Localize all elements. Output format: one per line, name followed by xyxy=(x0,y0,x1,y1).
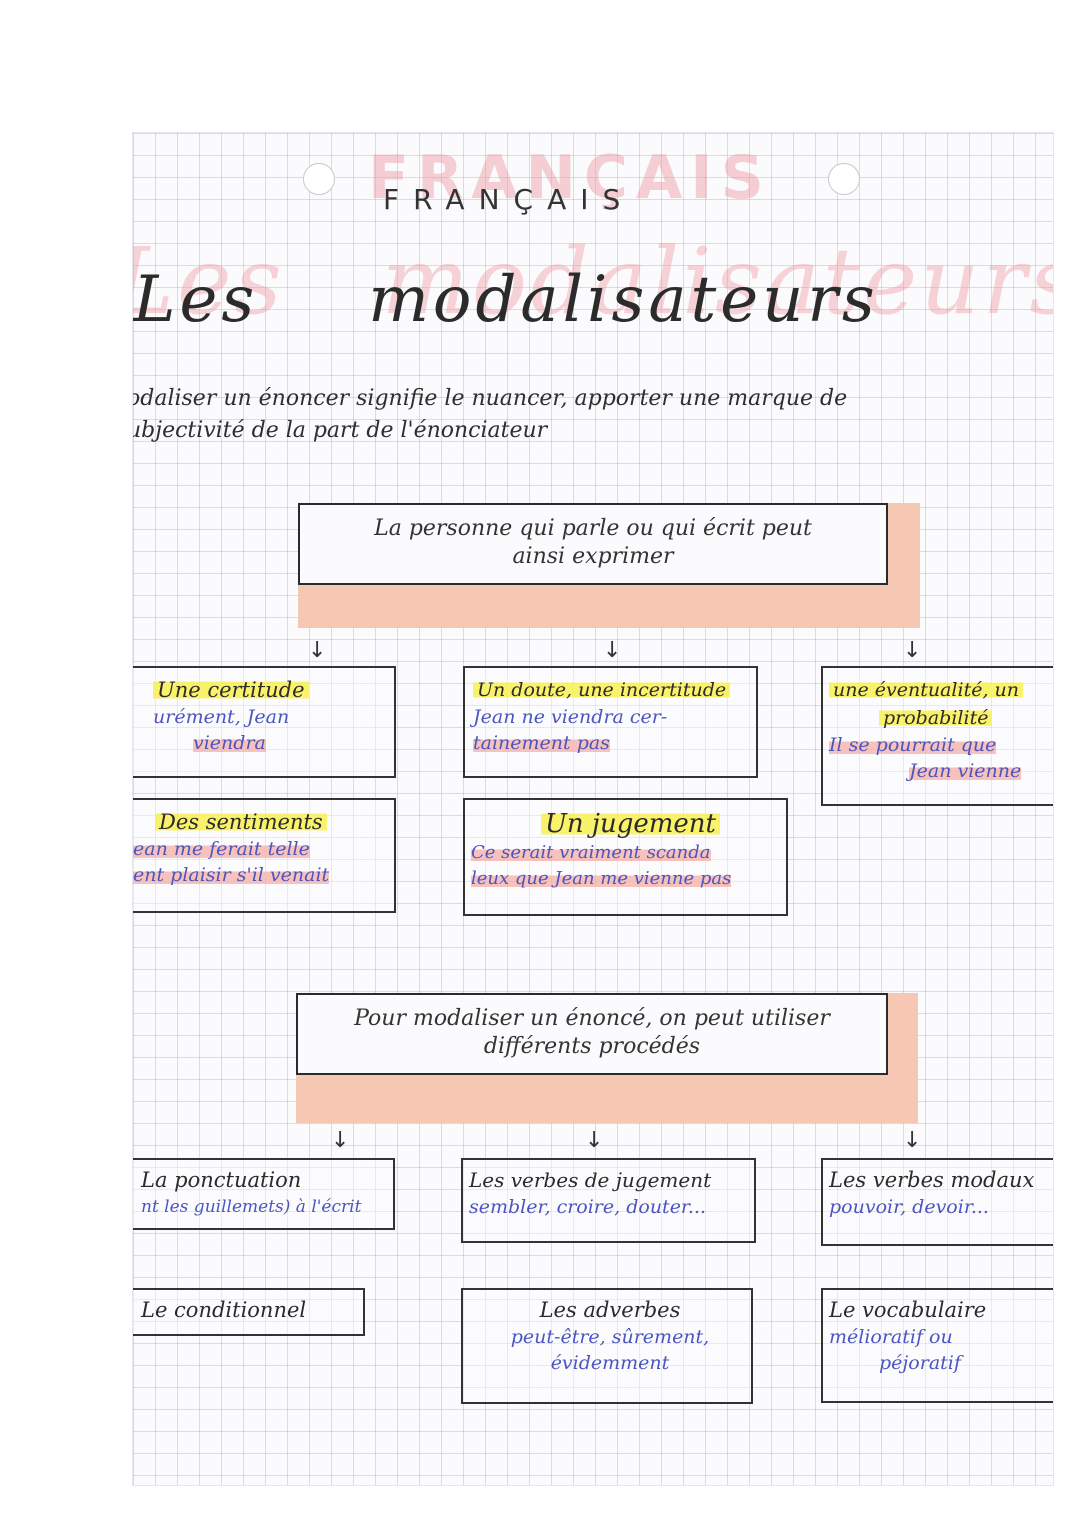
title-word-2: modalisateurs xyxy=(368,263,879,337)
section2-header-shadow: Pour modaliser un énoncé, on peut utilis… xyxy=(296,993,918,1123)
box-vocabulaire: Le vocabulaire mélioratif ou péjoratif xyxy=(821,1288,1053,1403)
section1-header-shadow: La personne qui parle ou qui écrit peut … xyxy=(298,503,920,628)
title-word-1: Les xyxy=(133,263,259,337)
box-verbes-modaux: Les verbes modaux pouvoir, devoir... xyxy=(821,1158,1053,1246)
box-certitude: Une certitude urément, Jean viendra xyxy=(133,666,396,778)
section1-header: La personne qui parle ou qui écrit peut … xyxy=(298,503,888,585)
arrow-down-icon: ↓ xyxy=(308,638,327,663)
arrow-down-icon: ↓ xyxy=(903,638,922,663)
title-highlight: Les modalisateurs xyxy=(133,228,1053,335)
box-conditionnel: Le conditionnel xyxy=(133,1288,365,1336)
punch-hole-right xyxy=(828,163,860,195)
box-doute: Un doute, une incertitude Jean ne viendr… xyxy=(463,666,758,778)
arrow-down-icon: ↓ xyxy=(585,1128,604,1153)
section2-header: Pour modaliser un énoncé, on peut utilis… xyxy=(296,993,888,1075)
box-adverbes: Les adverbes peut-être, sûrement, évidem… xyxy=(461,1288,753,1404)
box-sentiments: Des sentiments ean me ferait telle ent p… xyxy=(133,798,396,913)
punch-hole-left xyxy=(303,163,335,195)
arrow-down-icon: ↓ xyxy=(903,1128,922,1153)
box-eventualite: une éventualité, un probabilité Il se po… xyxy=(821,666,1053,806)
subject-heading: FRANÇAIS xyxy=(383,183,635,216)
box-jugement: Un jugement Ce serait vraiment scanda le… xyxy=(463,798,788,916)
page-title: Les modalisateurs xyxy=(133,263,879,337)
arrow-down-icon: ↓ xyxy=(603,638,622,663)
arrow-down-icon: ↓ xyxy=(331,1128,350,1153)
notebook-page: FRANÇAIS FRANÇAIS Les modalisateurs Lesm… xyxy=(133,133,1053,1485)
box-verbes-jugement: Les verbes de jugement sembler, croire, … xyxy=(461,1158,756,1243)
box-ponctuation: La ponctuation nt les guillemets) à l'éc… xyxy=(133,1158,395,1230)
intro-paragraph: odaliser un énoncer signifie le nuancer,… xyxy=(133,386,848,443)
subject-highlight: FRANÇAIS xyxy=(368,143,772,213)
